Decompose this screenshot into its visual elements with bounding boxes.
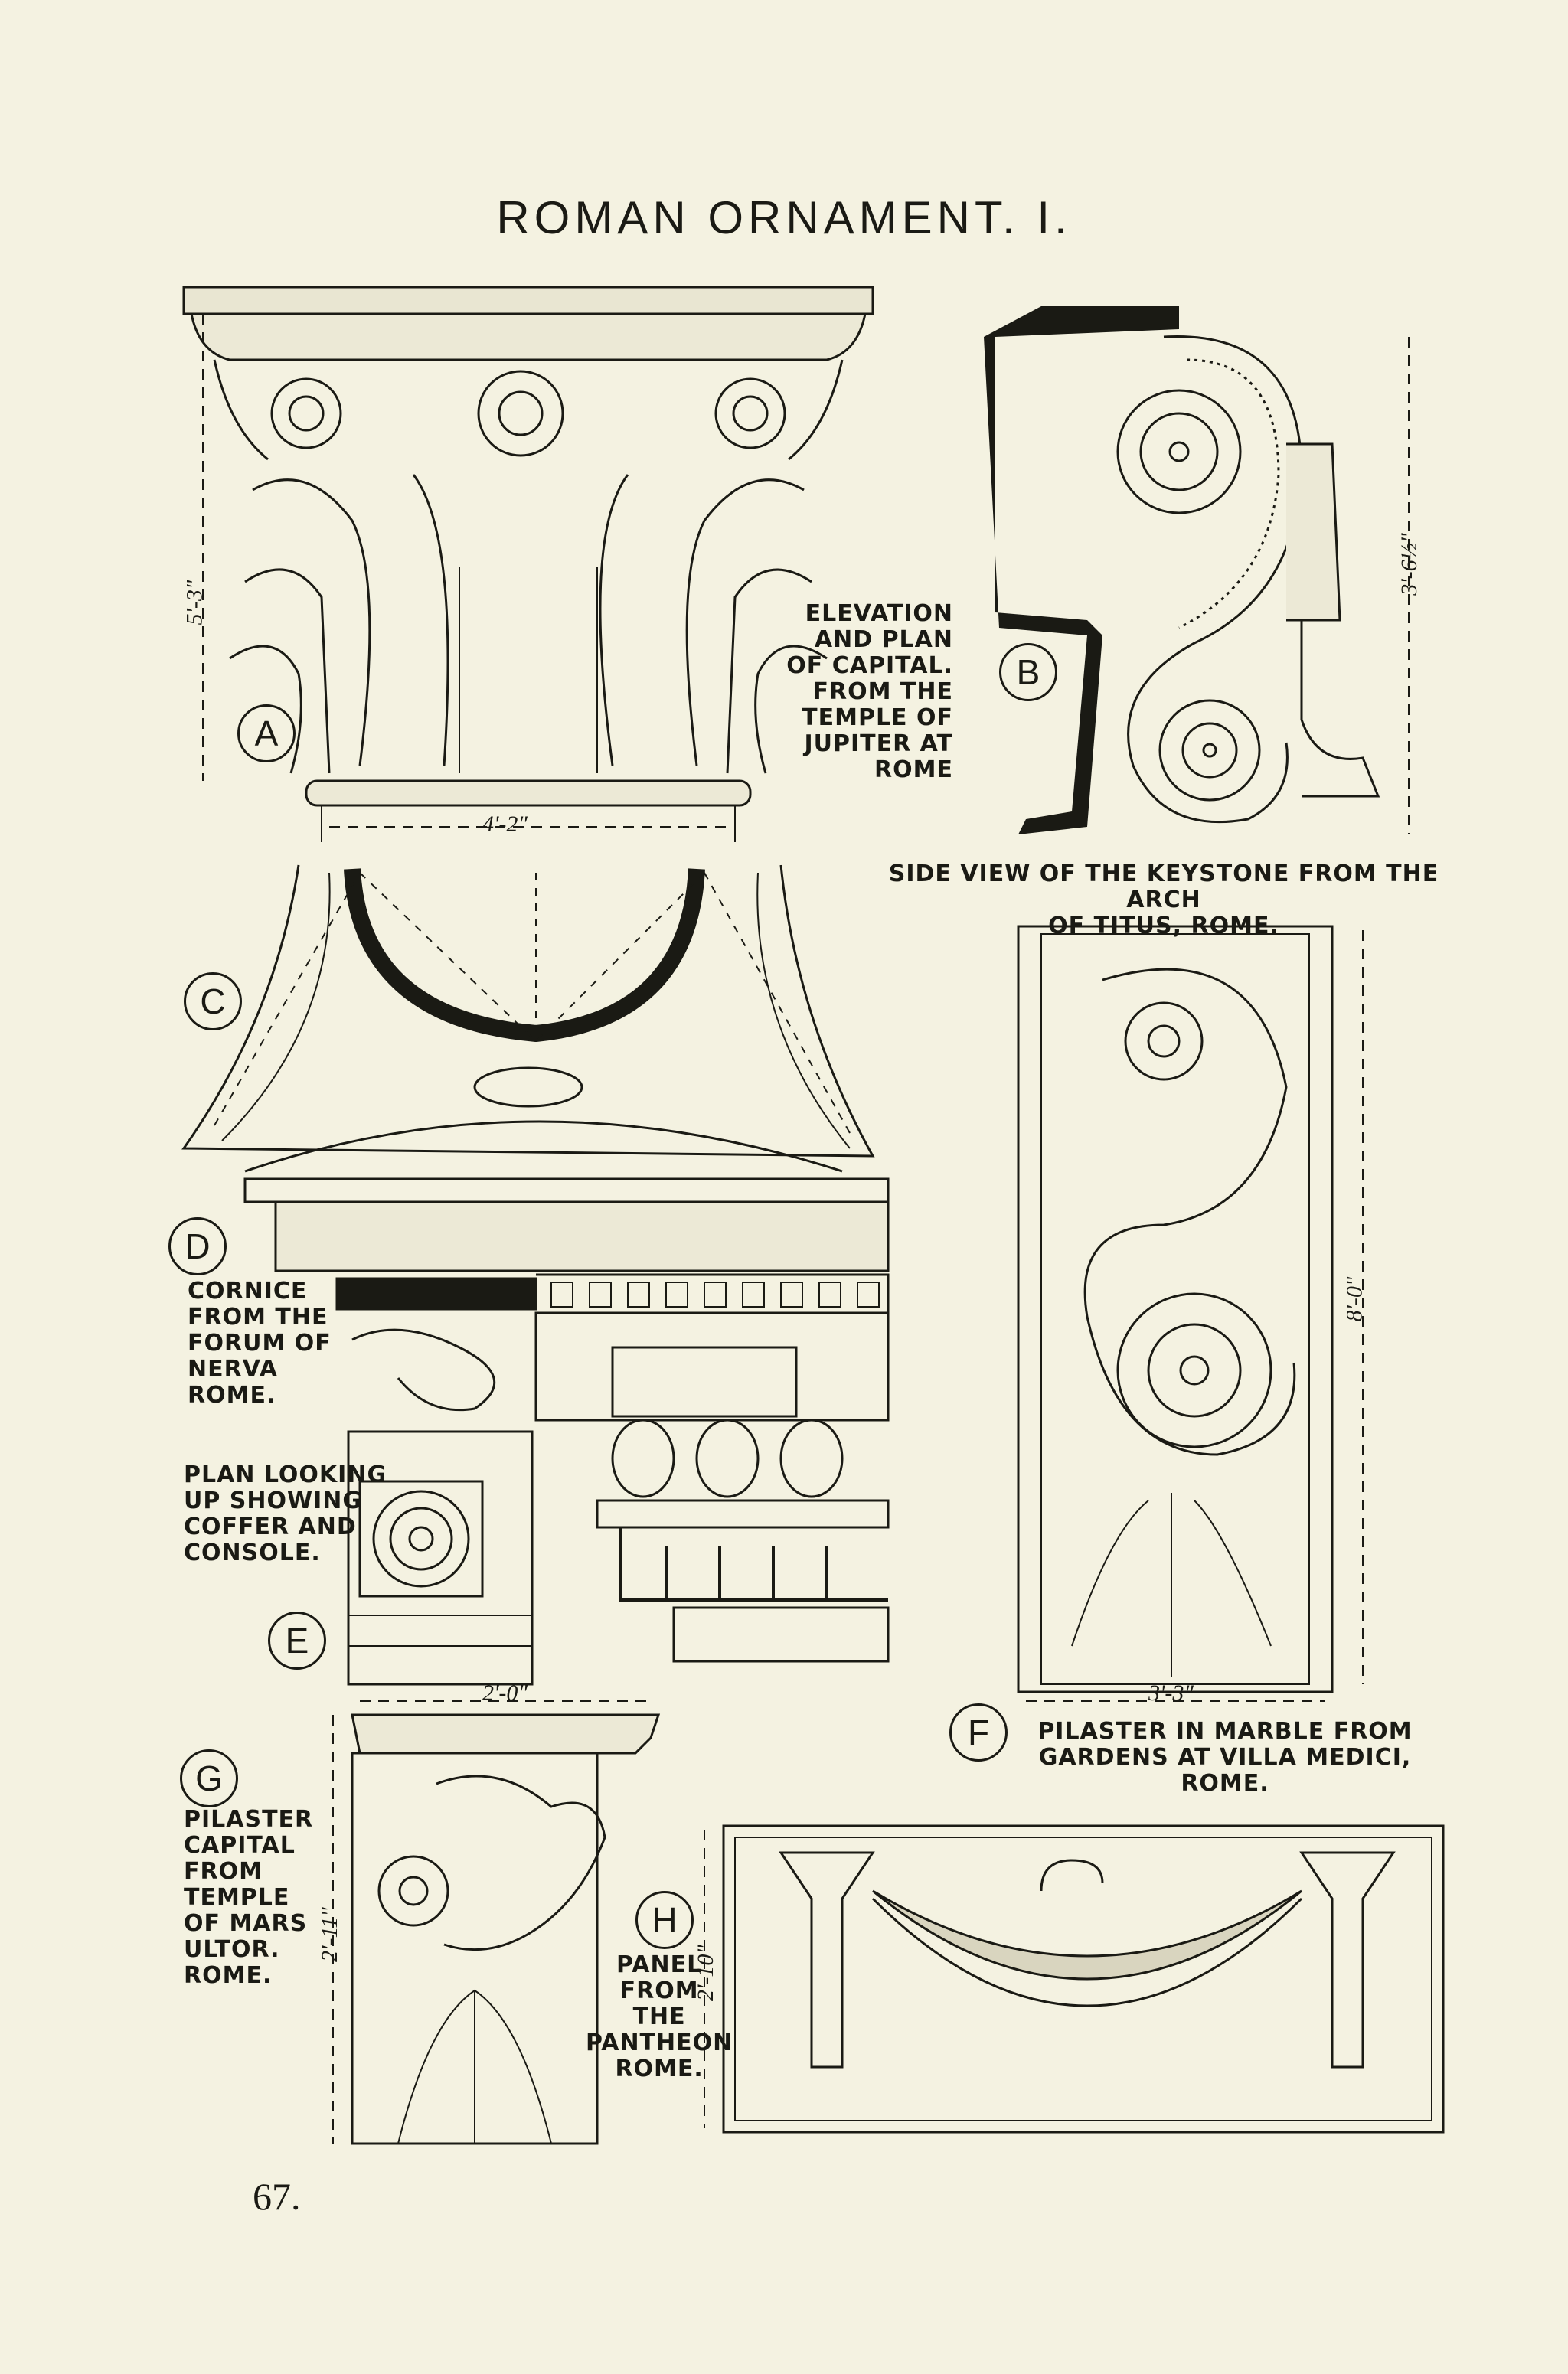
pilaster-drawing-f (1017, 925, 1364, 1702)
page-title: ROMAN ORNAMENT. I. (496, 192, 1072, 243)
figure-letter-e: E (268, 1612, 326, 1670)
figure-letter-f: F (949, 1703, 1008, 1762)
figure-letter-a: A (237, 704, 296, 762)
dimension-g-width: 2'-0" (482, 1680, 528, 1706)
dimension-a-height: 5'-3" (181, 580, 207, 625)
page-number: 67. (253, 2175, 301, 2218)
dimension-f-height: 8'-0" (1341, 1276, 1367, 1322)
panel-drawing-h (704, 1824, 1445, 2134)
dimension-g-height: 2'-11" (316, 1907, 342, 1962)
figure-letter-h: H (635, 1891, 694, 1949)
caption-keystone: SIDE VIEW OF THE KEYSTONE FROM THE ARCH … (888, 860, 1439, 939)
cornice-drawing-d (243, 1177, 890, 1663)
figure-letter-c: C (184, 972, 242, 1030)
caption-elevation: ELEVATION AND PLAN OF CAPITAL. FROM THE … (786, 600, 953, 783)
dimension-f-width: 3'-3" (1148, 1680, 1194, 1706)
figure-letter-g: G (180, 1749, 238, 1807)
caption-plan: PLAN LOOKING UP SHOWING COFFER AND CONSO… (184, 1461, 387, 1566)
figure-letter-b: B (999, 643, 1057, 701)
figure-letter-d: D (168, 1217, 227, 1275)
coffer-drawing-e (347, 1430, 534, 1686)
keystone-drawing-b (984, 306, 1410, 834)
capital-drawing-a (182, 286, 874, 842)
plan-drawing-c (181, 864, 875, 1173)
dimension-a-width: 4'-2" (482, 811, 528, 837)
caption-panel: PANEL FROM THE PANTHEON ROME. (586, 1951, 733, 2082)
dimension-b-height: 3'-6½" (1396, 533, 1422, 596)
caption-cornice: CORNICE FROM THE FORUM OF NERVA ROME. (188, 1278, 332, 1409)
pilaster-capital-drawing-g (332, 1700, 661, 2145)
caption-pilaster-capital: PILASTER CAPITAL FROM TEMPLE OF MARS ULT… (184, 1806, 314, 1989)
caption-pilaster-marble: PILASTER IN MARBLE FROM GARDENS AT VILLA… (1037, 1718, 1413, 1797)
